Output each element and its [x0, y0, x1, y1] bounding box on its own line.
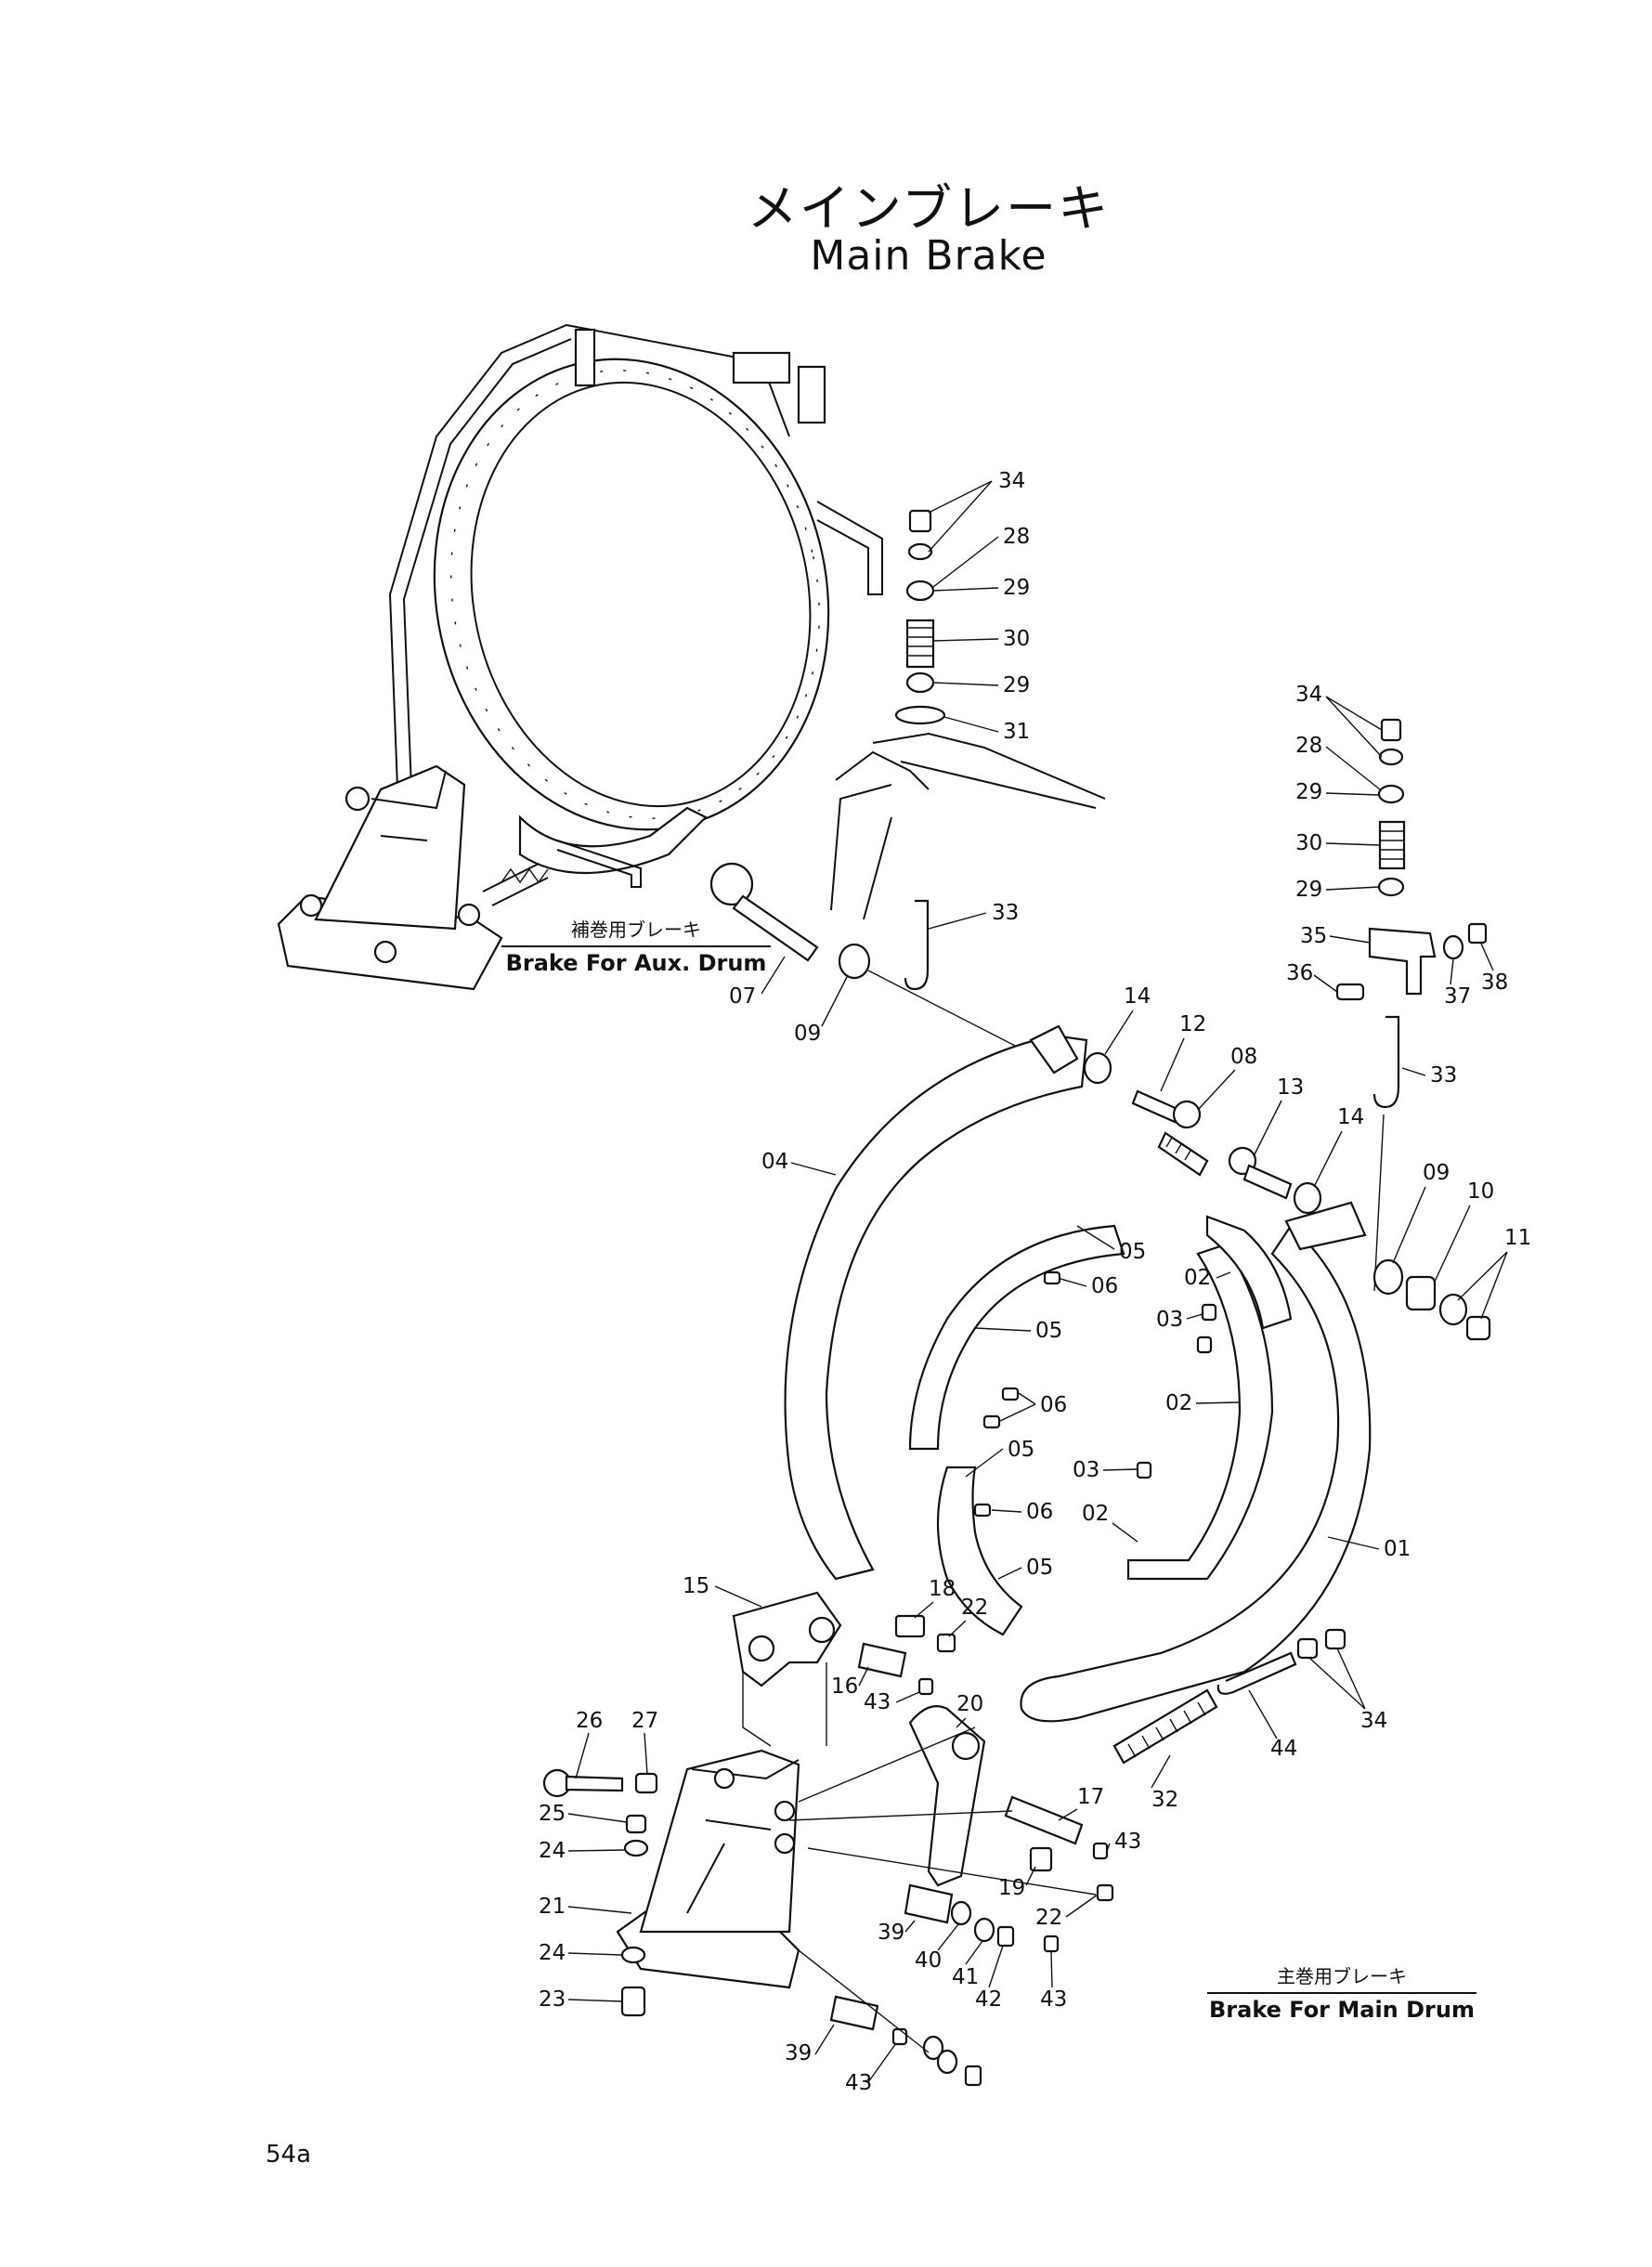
part-label: 22 [961, 1596, 988, 1620]
part-label: 43 [1040, 1987, 1067, 2012]
part-label: 34 [998, 469, 1025, 493]
part-label: 27 [631, 1709, 658, 1733]
title-english: Main Brake [810, 232, 1047, 280]
part-label: 38 [1481, 971, 1508, 995]
part-label: 28 [1295, 734, 1322, 758]
part-label: 14 [1337, 1105, 1364, 1129]
part-label: 30 [1003, 627, 1030, 651]
title-japanese: メインブレーキ [747, 179, 1111, 238]
part-label: 37 [1444, 984, 1471, 1009]
caption-main-drum-brake: 主巻用ブレーキ Brake For Main Drum [1207, 1961, 1476, 2023]
caption-aux-en: Brake For Aux. Drum [501, 945, 771, 976]
part-label: 21 [539, 1895, 566, 1919]
part-label: 03 [1156, 1308, 1183, 1332]
part-label: 01 [1384, 1537, 1411, 1561]
part-label: 28 [1003, 525, 1030, 549]
part-label: 39 [878, 1921, 904, 1945]
part-label: 24 [539, 1941, 566, 1965]
part-label: 36 [1286, 961, 1313, 985]
part-label: 06 [1026, 1500, 1053, 1524]
part-label: 33 [992, 901, 1019, 925]
part-label: 43 [864, 1690, 891, 1714]
part-label: 07 [729, 984, 756, 1009]
part-label: 35 [1300, 924, 1327, 948]
part-label: 16 [831, 1674, 858, 1699]
part-label: 23 [539, 1987, 566, 2012]
part-label: 26 [576, 1709, 603, 1733]
part-label: 13 [1277, 1075, 1304, 1100]
part-label: 29 [1003, 576, 1030, 600]
part-label: 05 [1008, 1438, 1034, 1462]
part-label: 22 [1035, 1906, 1062, 1930]
caption-aux-jp: 補巻用ブレーキ [571, 919, 701, 941]
part-label: 39 [785, 2041, 812, 2065]
part-label: 05 [1026, 1556, 1053, 1580]
part-label: 29 [1295, 878, 1322, 902]
part-label: 02 [1165, 1391, 1192, 1415]
part-label: 02 [1184, 1266, 1211, 1290]
part-label: 11 [1504, 1226, 1531, 1250]
right-spring-stack [1335, 718, 1488, 1292]
part-label: 24 [539, 1839, 566, 1863]
part-label: 41 [952, 1965, 979, 1989]
part-label: 20 [956, 1692, 983, 1716]
part-label: 08 [1230, 1045, 1257, 1069]
part-label: 05 [1035, 1319, 1062, 1343]
aux-brake-assembly [277, 323, 883, 991]
part-label: 15 [683, 1574, 709, 1598]
part-label: 06 [1040, 1393, 1067, 1417]
part-label: 12 [1179, 1012, 1206, 1036]
part-label: 14 [1124, 984, 1151, 1009]
part-labels: 34 28 29 30 29 31 33 34 28 29 30 29 35 3… [539, 469, 1531, 2095]
caption-aux-drum-brake: 補巻用ブレーキ Brake For Aux. Drum [501, 915, 771, 976]
part-label: 05 [1119, 1240, 1146, 1264]
part-label: 10 [1467, 1179, 1494, 1204]
part-label: 04 [761, 1150, 788, 1174]
part-label: 33 [1430, 1063, 1457, 1088]
part-label: 43 [845, 2071, 872, 2095]
caption-main-en: Brake For Main Drum [1207, 1992, 1476, 2023]
part-label: 30 [1295, 831, 1322, 855]
part-label: 25 [539, 1802, 566, 1826]
part-label: 03 [1073, 1458, 1099, 1482]
part-label: 43 [1114, 1830, 1141, 1854]
part-label: 06 [1091, 1274, 1118, 1298]
part-label: 19 [998, 1876, 1025, 1900]
part-label: 32 [1151, 1788, 1178, 1812]
lower-linkage [542, 1591, 1346, 2087]
page-number: 54a [266, 2141, 312, 2169]
part-label: 34 [1360, 1709, 1387, 1733]
part-label: 31 [1003, 720, 1030, 744]
part-label: 17 [1077, 1785, 1104, 1809]
main-brake-bands [709, 862, 1491, 1723]
part-label: 02 [1082, 1502, 1109, 1526]
part-label: 29 [1295, 780, 1322, 804]
caption-main-jp: 主巻用ブレーキ [1277, 1965, 1407, 1987]
part-label: 09 [794, 1022, 821, 1046]
part-label: 34 [1295, 683, 1322, 707]
center-spring-stack [830, 509, 1106, 991]
part-label: 44 [1270, 1737, 1297, 1761]
part-label: 09 [1423, 1161, 1450, 1185]
part-label: 29 [1003, 673, 1030, 697]
part-label: 18 [929, 1577, 956, 1601]
part-label: 40 [915, 1948, 942, 1973]
part-label: 42 [975, 1987, 1002, 2012]
